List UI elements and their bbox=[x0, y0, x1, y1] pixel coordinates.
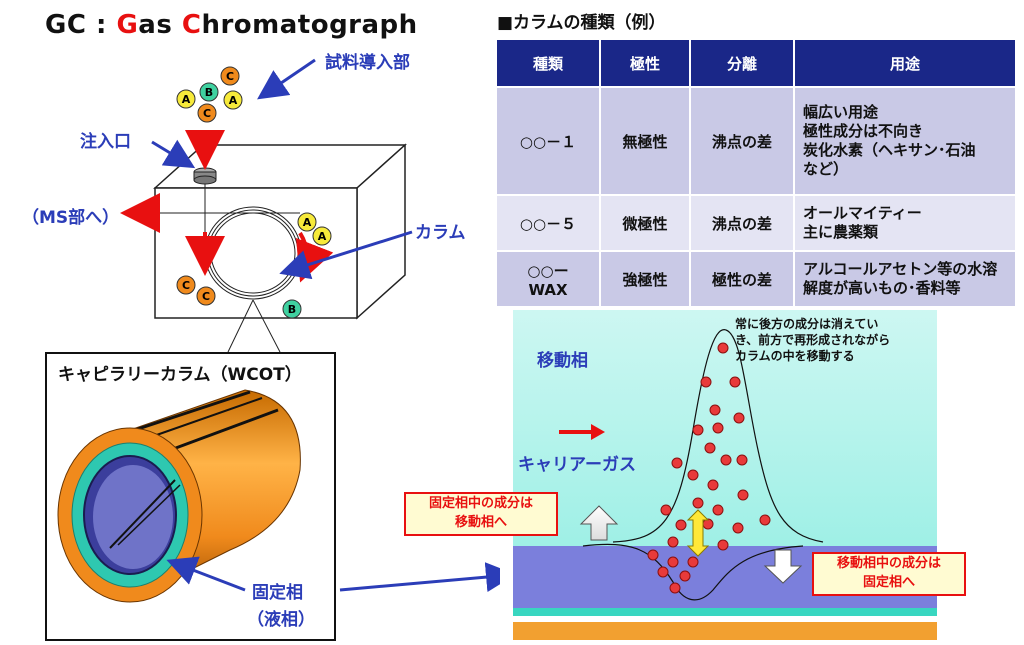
absorb-arrow bbox=[763, 549, 803, 584]
release-arrow bbox=[579, 505, 619, 541]
header-polarity: 極性 bbox=[599, 38, 691, 88]
exchange-arrow bbox=[686, 509, 710, 557]
svg-text:C: C bbox=[203, 107, 211, 120]
svg-text:A: A bbox=[229, 94, 238, 107]
mobile-phase-label: 移動相 bbox=[537, 351, 588, 371]
peak-note: 常に後方の成分は消えていき、前方で再形成されながらカラムの中を移動する bbox=[735, 317, 891, 363]
svg-text:A: A bbox=[318, 230, 327, 243]
sample-molecules: C A B A C A A C C B bbox=[176, 66, 332, 319]
table-row: ○○－５ 微極性 沸点の差 オールマイティー主に農薬類 bbox=[495, 194, 1017, 252]
svg-text:A: A bbox=[303, 216, 312, 229]
header-separation: 分離 bbox=[689, 38, 795, 88]
liquid-phase-label: （液相） bbox=[247, 610, 315, 630]
carrier-gas-label: キャリアーガス bbox=[518, 455, 636, 475]
stationary-phase-label: 固定相 bbox=[252, 583, 303, 603]
table-row: ○○－１ 無極性 沸点の差 幅広い用途極性成分は不向き炭化水素（ヘキサン･石油な… bbox=[495, 86, 1017, 196]
to-ms-label: （MS部へ） bbox=[22, 208, 120, 228]
callout-mobile-to-stationary: 移動相中の成分は固定相へ bbox=[812, 552, 966, 596]
column-types-table: 種類 極性 分離 用途 ○○－１ 無極性 沸点の差 幅広い用途極性成分は不向き炭… bbox=[495, 38, 1017, 308]
capillary-tube-illustration bbox=[57, 389, 301, 603]
table-heading: ■カラムの種類（例） bbox=[497, 13, 666, 33]
header-type: 種類 bbox=[495, 38, 601, 88]
header-use: 用途 bbox=[793, 38, 1017, 88]
column-label: カラム bbox=[415, 223, 466, 243]
sample-inlet-arrow bbox=[257, 58, 316, 100]
sample-inlet-label: 試料導入部 bbox=[325, 53, 410, 73]
capillary-column-panel bbox=[45, 352, 336, 641]
svg-text:C: C bbox=[202, 290, 210, 303]
table-header-row: 種類 極性 分離 用途 bbox=[495, 38, 1017, 88]
injection-port-label: 注入口 bbox=[80, 132, 131, 152]
svg-text:A: A bbox=[182, 93, 191, 106]
callout-stationary-to-mobile: 固定相中の成分は移動相へ bbox=[404, 492, 558, 536]
svg-text:B: B bbox=[288, 303, 296, 316]
svg-text:C: C bbox=[182, 279, 190, 292]
page-title: GC : Gas Chromatograph bbox=[45, 10, 418, 40]
peak-curve bbox=[612, 329, 824, 543]
separation-diagram bbox=[513, 310, 937, 640]
gc-instrument-diagram bbox=[57, 58, 500, 603]
svg-text:B: B bbox=[205, 86, 213, 99]
svg-text:C: C bbox=[226, 70, 234, 83]
capillary-column-title: キャピラリーカラム（WCOT） bbox=[58, 365, 302, 385]
